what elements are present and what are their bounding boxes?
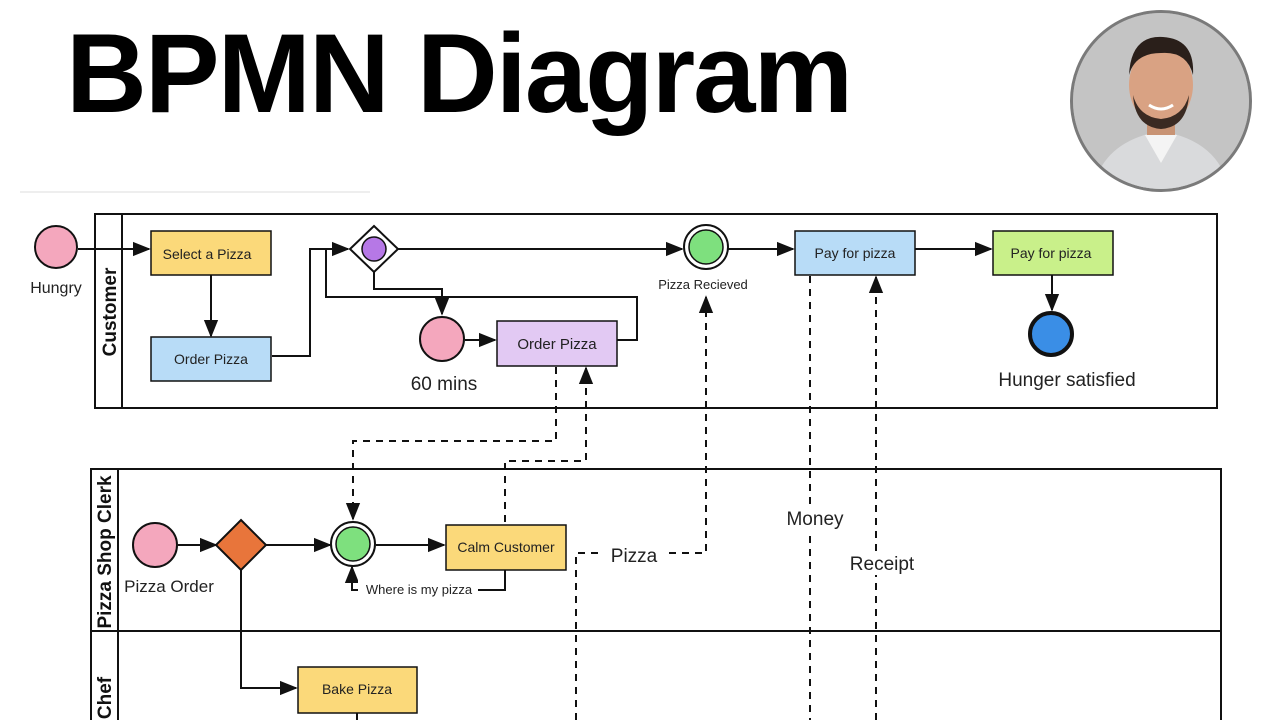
bake-pizza-label: Bake Pizza bbox=[322, 681, 392, 697]
task-order-pizza: Order Pizza bbox=[150, 336, 272, 382]
event-pizza-received bbox=[683, 224, 729, 270]
sequence-flows bbox=[78, 241, 1060, 720]
pay-for-pizza-1-label: Pay for pizza bbox=[815, 245, 896, 261]
presenter-avatar bbox=[1070, 10, 1252, 192]
task-pay-for-pizza-2: Pay for pizza bbox=[992, 230, 1114, 276]
timer-event-60-mins bbox=[419, 316, 465, 362]
start-event-hungry bbox=[34, 225, 78, 269]
task-pay-for-pizza-1: Pay for pizza bbox=[794, 230, 916, 276]
shop-pool: Pizza Shop Clerk Chef bbox=[90, 468, 1222, 720]
calm-customer-label: Calm Customer bbox=[457, 539, 555, 555]
gateway-exclusive bbox=[214, 518, 268, 572]
customer-pool: Customer bbox=[94, 213, 1218, 409]
message-money-label: Money bbox=[786, 509, 844, 530]
hunger-satisfied-label: Hunger satisfied bbox=[998, 370, 1135, 391]
order-pizza-2-label: Order Pizza bbox=[517, 336, 597, 353]
task-calm-customer: Calm Customer bbox=[445, 524, 567, 571]
pizza-received-label: Pizza Recieved bbox=[658, 277, 748, 292]
pizza-order-label: Pizza Order bbox=[124, 577, 214, 596]
sixty-mins-label: 60 mins bbox=[411, 374, 478, 395]
clerk-lane-label: Pizza Shop Clerk bbox=[95, 475, 116, 629]
where-is-my-pizza-label: Where is my pizza bbox=[366, 582, 473, 597]
task-order-pizza-2: Order Pizza bbox=[496, 320, 618, 367]
message-pizza-label: Pizza bbox=[611, 546, 658, 567]
task-select-pizza: Select a Pizza bbox=[150, 230, 272, 276]
event-where-is-my-pizza bbox=[330, 521, 376, 567]
message-flows bbox=[345, 275, 884, 720]
chef-lane-label: Chef bbox=[95, 676, 116, 719]
select-pizza-label: Select a Pizza bbox=[163, 246, 252, 262]
page-title: BPMN Diagram bbox=[66, 11, 853, 136]
pay-for-pizza-2-label: Pay for pizza bbox=[1011, 245, 1092, 261]
end-event-hunger-satisfied bbox=[1028, 311, 1074, 357]
start-event-pizza-order bbox=[132, 522, 178, 568]
customer-lane-label: Customer bbox=[100, 267, 121, 356]
order-pizza-label: Order Pizza bbox=[174, 351, 248, 367]
task-bake-pizza: Bake Pizza bbox=[297, 666, 418, 714]
gateway-event-based bbox=[348, 224, 400, 274]
hungry-label: Hungry bbox=[30, 280, 82, 297]
message-receipt-label: Receipt bbox=[850, 554, 915, 575]
